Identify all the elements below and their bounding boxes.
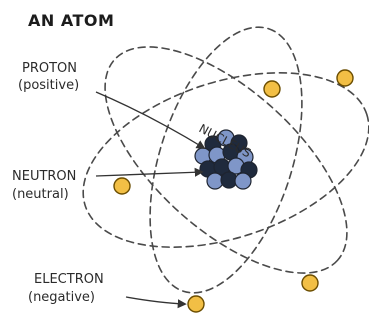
electron (263, 80, 281, 98)
proton (234, 172, 252, 190)
neutron-charge-label: (neutral) (12, 187, 69, 202)
electron (113, 177, 131, 195)
electron-arrow (125, 296, 187, 309)
nucleus (194, 129, 258, 190)
electron-label: ELECTRON (34, 272, 104, 287)
diagram-title: AN ATOM (28, 11, 114, 30)
orbit-3 (149, 26, 303, 294)
neutron-arrow (95, 167, 204, 177)
electron (336, 69, 354, 87)
orbit-1 (82, 72, 369, 248)
proton-arrow (95, 91, 206, 149)
proton-charge-label: (positive) (18, 78, 79, 93)
proton-label: PROTON (22, 61, 77, 76)
electron (301, 274, 319, 292)
electron (187, 295, 205, 313)
electron-orbits (82, 26, 369, 294)
electron-charge-label: (negative) (28, 290, 95, 305)
orbit-2 (104, 46, 348, 274)
neutron-label: NEUTRON (12, 169, 76, 184)
electrons (113, 69, 354, 313)
